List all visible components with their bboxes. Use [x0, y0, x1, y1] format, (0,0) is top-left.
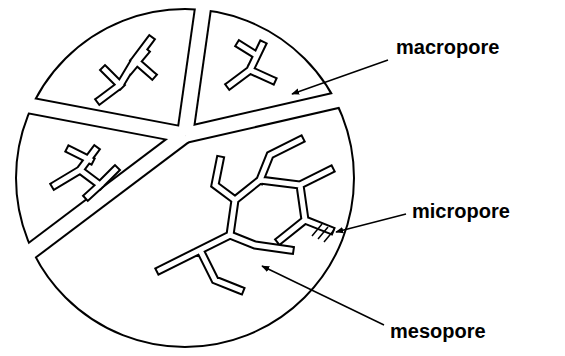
mesopore-channel	[100, 40, 152, 100]
micropore-channel	[312, 224, 334, 242]
macropore-walls	[0, 0, 390, 282]
gap-wall	[185, 0, 207, 135]
mesopore-channel	[230, 45, 272, 85]
mesopore-channel	[160, 140, 330, 290]
leader-arrow	[262, 266, 384, 325]
leader-lines	[262, 60, 406, 325]
leader-arrow	[336, 214, 406, 232]
pore-channels	[55, 40, 334, 290]
gap	[185, 88, 390, 135]
pore-label: micropore	[410, 200, 512, 222]
pore-label: macropore	[394, 36, 501, 58]
gap	[0, 135, 185, 282]
gap-wall	[0, 135, 185, 282]
gap-wall	[0, 98, 185, 135]
pore-label: mesopore	[388, 320, 488, 342]
macropore-gaps	[0, 0, 390, 282]
gap-wall	[185, 88, 390, 135]
gap	[185, 0, 207, 135]
particle-outline	[16, 9, 354, 347]
mesopore-channel	[100, 40, 152, 100]
leader-arrow	[292, 60, 388, 94]
mesopore-channel	[160, 140, 330, 290]
mesopore-channel	[55, 150, 115, 196]
mesopore-channel	[55, 150, 115, 196]
gap	[0, 98, 185, 135]
mesopore-channel	[230, 45, 272, 85]
